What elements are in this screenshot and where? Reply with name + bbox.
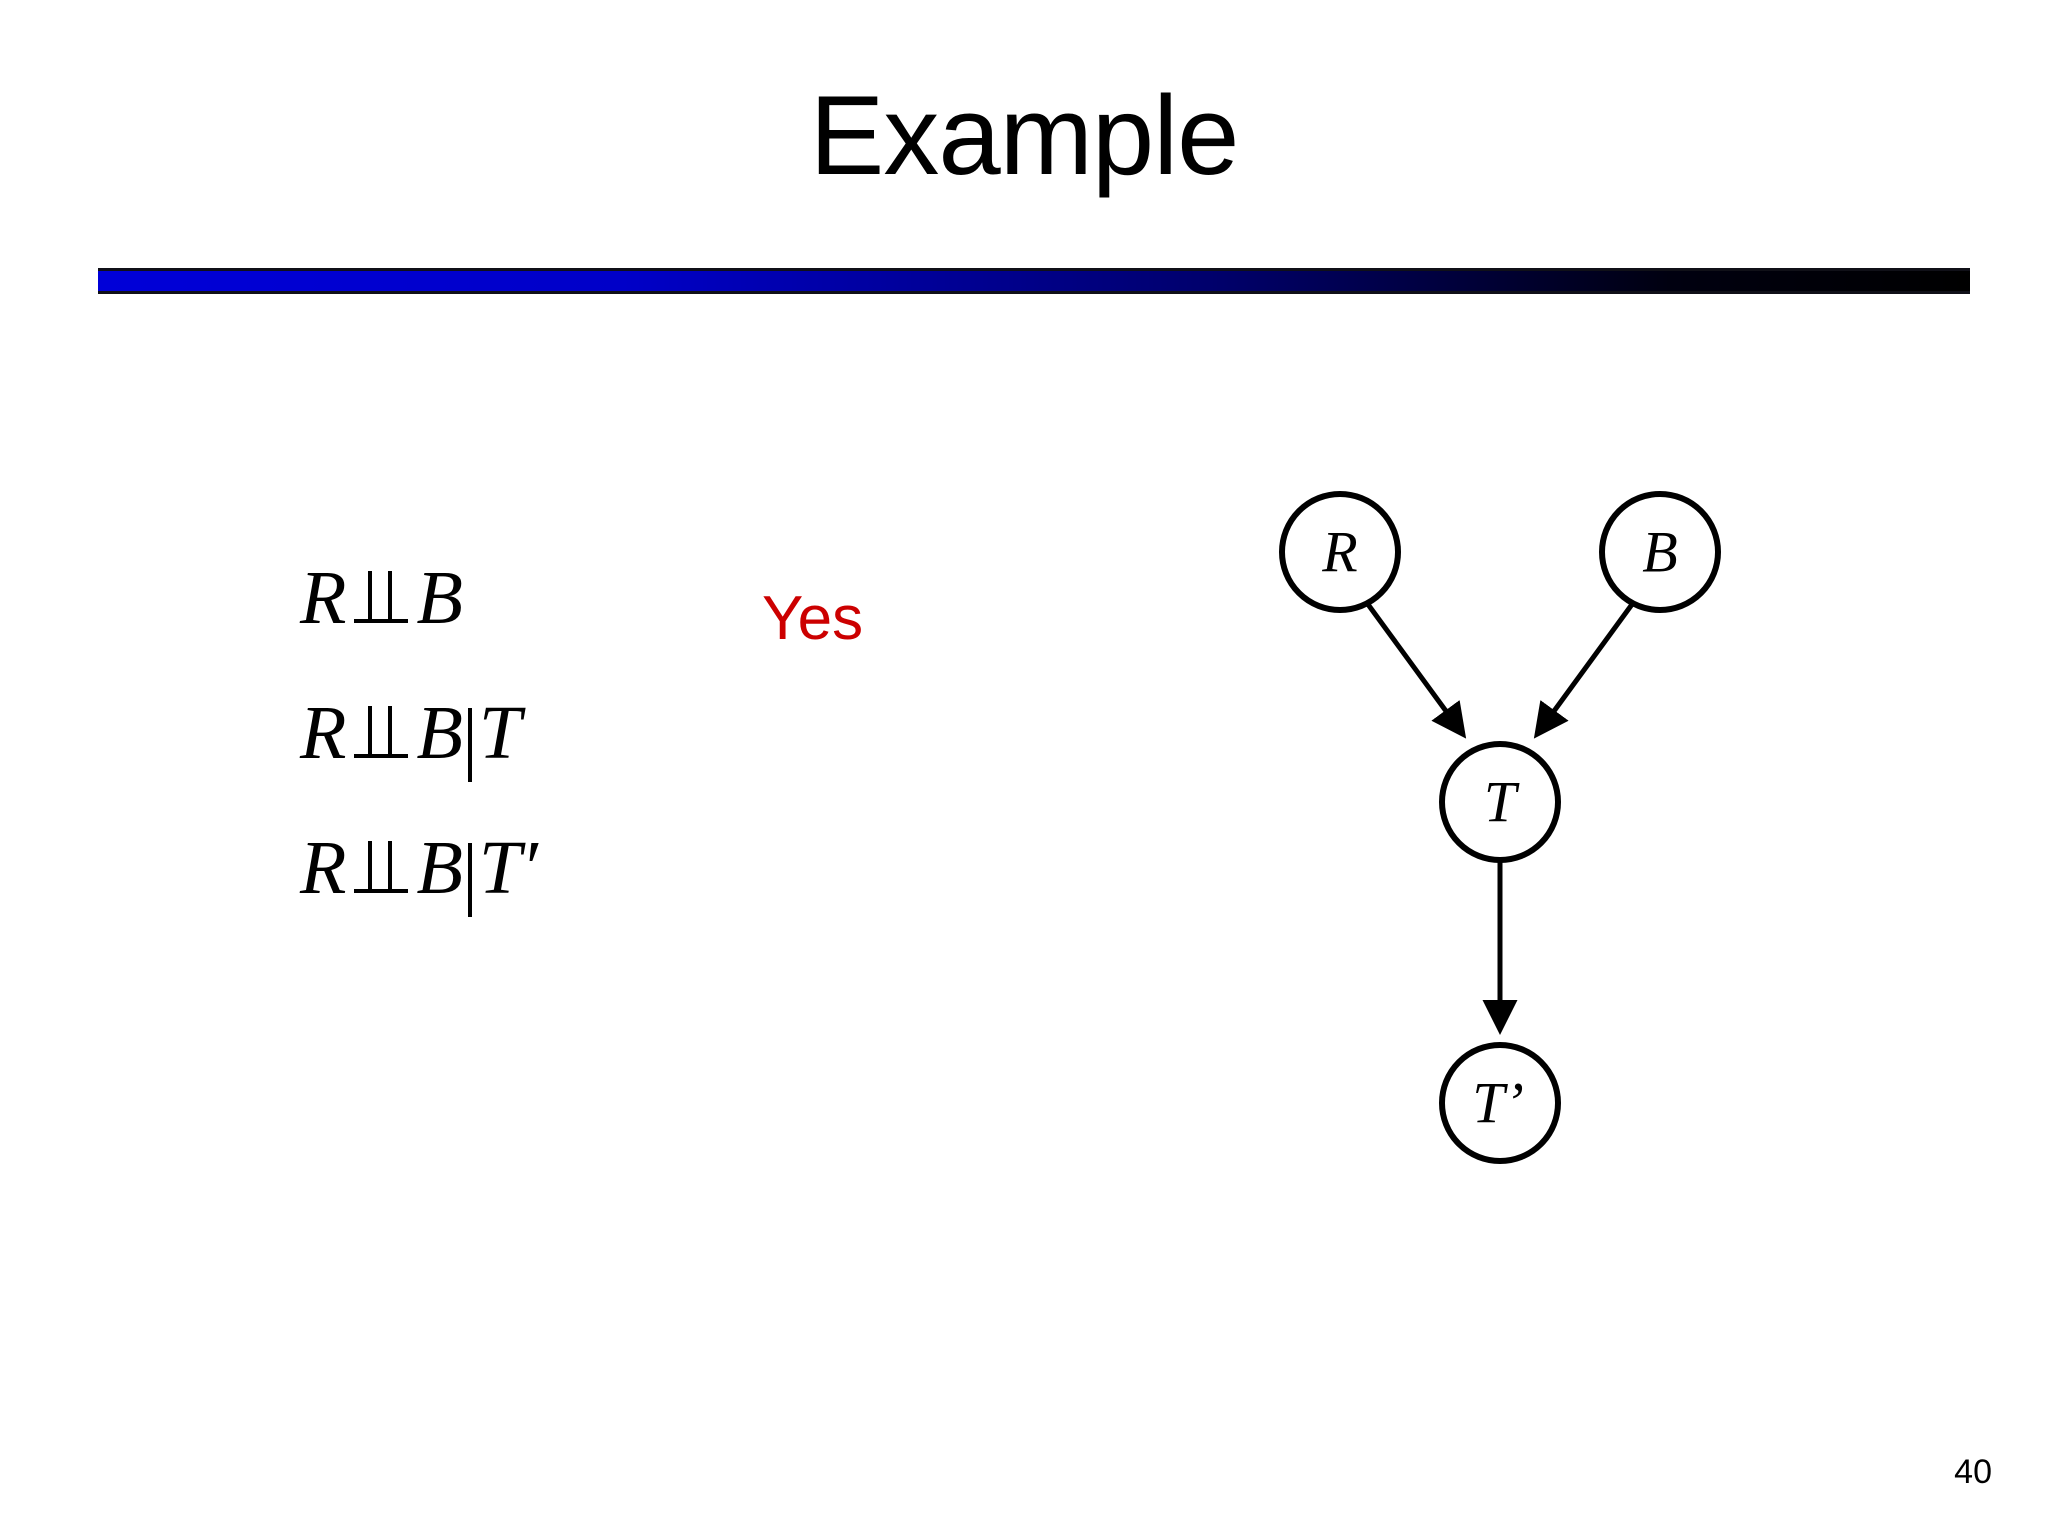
formula-3-left-var: R [300, 826, 347, 910]
independence-symbol-icon [352, 706, 410, 762]
formula-3-condition-var: T′ [478, 826, 538, 910]
formula-2-left-var: R [300, 691, 347, 775]
graph-node-r-label: R [1321, 520, 1357, 585]
independence-symbol-icon [352, 571, 410, 627]
graph-node-r[interactable]: R [1279, 491, 1401, 613]
formula-2-condition-var: T [478, 691, 522, 775]
graph-node-t-prime[interactable]: T’ [1439, 1042, 1561, 1164]
edge-r-to-t [1364, 601, 1467, 739]
independence-symbol-icon [352, 841, 410, 897]
graph-node-b-label: B [1642, 520, 1677, 585]
formula-1-right-var: B [416, 556, 463, 640]
graph-node-t-label: T [1484, 770, 1520, 835]
edge-b-to-t [1533, 601, 1636, 739]
formula-2-right-var: B [416, 691, 463, 775]
title-divider-rule [98, 268, 1970, 294]
page-title: Example [809, 73, 1240, 198]
graph-node-t-prime-label: T’ [1472, 1071, 1524, 1136]
formula-3-right-var: B [416, 826, 463, 910]
answer-label-yes: Yes [762, 584, 864, 653]
formula-1-left-var: R [300, 556, 347, 640]
bayesian-network-graph: R B T T’ [1230, 490, 1790, 1170]
graph-node-b[interactable]: B [1599, 491, 1721, 613]
page-number: 40 [1954, 1453, 1992, 1491]
graph-node-t[interactable]: T [1439, 741, 1561, 863]
